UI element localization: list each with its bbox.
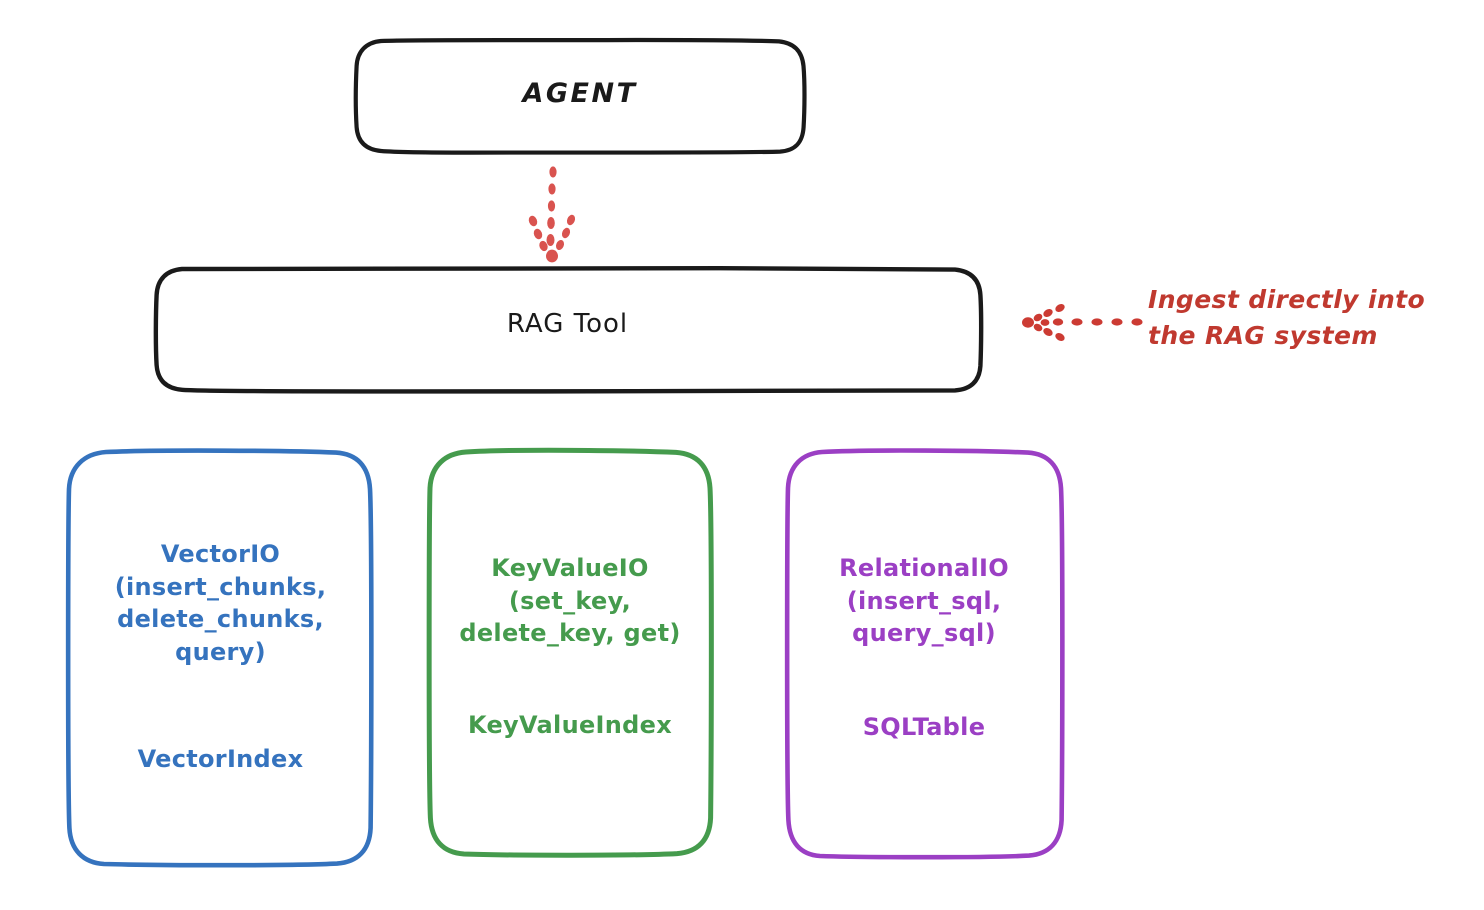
ingest-annotation-label: Ingest directly into the RAG system — [1148, 285, 1426, 350]
vector-io-title: VectorIO (insert_chunks, delete_chunks, … — [114, 540, 327, 666]
relational-io-title: RelationalIO (insert_sql, query_sql) — [839, 554, 1009, 648]
relational-io-node[interactable] — [784, 448, 1065, 860]
agent-node[interactable] — [353, 37, 807, 155]
relational-io-box-shape — [784, 448, 1065, 860]
key-value-io-node[interactable] — [426, 447, 714, 858]
ingest-dotted-arrow — [1022, 304, 1143, 341]
rag-tool-label: RAG Tool — [506, 309, 629, 339]
key-value-io-title: KeyValueIO (set_key, delete_key, get) — [459, 554, 681, 648]
sql-table-label: SQLTable — [862, 713, 986, 741]
agent-box-shape — [353, 37, 807, 155]
vector-index-label: VectorIndex — [137, 745, 304, 773]
agent-label: AGENT — [522, 78, 638, 109]
vector-io-node[interactable] — [65, 448, 374, 868]
vector-io-box-shape — [65, 448, 374, 868]
key-value-io-box-shape — [426, 447, 714, 858]
rag-tool-box-shape — [153, 265, 984, 394]
key-value-index-label: KeyValueIndex — [468, 711, 672, 739]
rag-tool-node[interactable] — [153, 265, 984, 394]
agent-to-rag-dotted-arrow — [528, 166, 576, 263]
